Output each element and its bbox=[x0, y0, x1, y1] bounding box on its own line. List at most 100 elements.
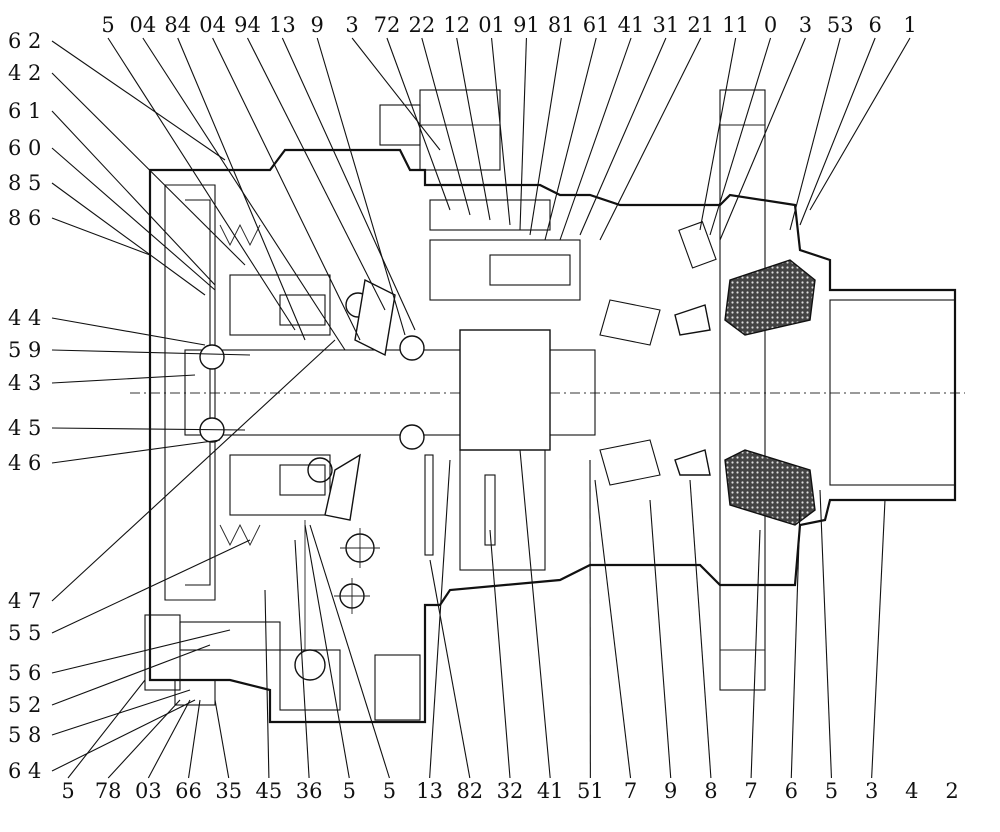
bearing-ball bbox=[199, 344, 225, 370]
left-part-label: 5 5 bbox=[8, 621, 41, 645]
swash-plate-lower bbox=[324, 453, 361, 521]
mounting-flange bbox=[719, 89, 766, 691]
top-part-label: 3 bbox=[799, 13, 812, 37]
bottom-part-label: 36 bbox=[296, 779, 323, 803]
leader-line bbox=[214, 699, 230, 779]
leader-lines bbox=[51, 37, 911, 779]
top-part-label: 9 bbox=[311, 13, 324, 37]
leader-line bbox=[51, 339, 336, 602]
left-part-label: 8 6 bbox=[8, 206, 41, 230]
roller-bearing-upper bbox=[724, 259, 816, 336]
bearing-ball bbox=[399, 424, 425, 450]
leader-line bbox=[709, 37, 772, 236]
left-part-label: 4 5 bbox=[8, 416, 41, 440]
bottom-part-label: 4 bbox=[905, 779, 918, 803]
bottom-part-label: 45 bbox=[256, 779, 283, 803]
leader-line bbox=[519, 449, 551, 779]
gear-lower bbox=[459, 449, 546, 571]
bottom-part-label: 03 bbox=[135, 779, 162, 803]
brake-fitting-upper bbox=[599, 299, 661, 346]
leader-line bbox=[719, 37, 806, 241]
leader-line bbox=[491, 37, 511, 226]
left-part-label: 6 4 bbox=[8, 759, 41, 783]
bottom-port-circle bbox=[294, 649, 326, 681]
leader-line bbox=[51, 439, 221, 464]
top-part-label: 04 bbox=[199, 13, 226, 37]
bottom-port-right bbox=[374, 654, 421, 721]
top-part-label: 61 bbox=[583, 13, 610, 37]
top-part-label: 81 bbox=[548, 13, 575, 37]
leader-line bbox=[519, 37, 527, 231]
leader-line bbox=[51, 40, 226, 161]
leader-line bbox=[281, 37, 416, 331]
leader-line bbox=[799, 37, 876, 226]
left-part-label: 4 7 bbox=[8, 589, 41, 613]
leader-line bbox=[51, 182, 206, 296]
bearing-ball bbox=[399, 335, 425, 361]
bottom-part-label: 5 bbox=[343, 779, 356, 803]
leader-line bbox=[67, 679, 146, 779]
swash-plate-upper bbox=[354, 278, 396, 357]
seal-lower bbox=[674, 449, 711, 476]
leader-line bbox=[750, 529, 761, 779]
leader-line bbox=[386, 37, 451, 211]
leader-line bbox=[429, 559, 471, 779]
leader-line bbox=[246, 37, 386, 311]
top-part-label: 12 bbox=[443, 13, 470, 37]
shaft-right-tube bbox=[829, 299, 956, 486]
left-part-label: 6 0 bbox=[8, 136, 41, 160]
leader-line bbox=[51, 629, 231, 674]
bottom-part-label: 7 bbox=[624, 779, 637, 803]
left-part-label: 5 2 bbox=[8, 693, 41, 717]
leader-line bbox=[809, 37, 911, 211]
leader-line bbox=[529, 37, 562, 236]
top-part-label: 04 bbox=[130, 13, 157, 37]
top-part-label: 72 bbox=[374, 13, 401, 37]
leader-line bbox=[107, 37, 296, 331]
top-part-label: 94 bbox=[234, 13, 261, 37]
leader-line bbox=[699, 37, 737, 231]
bottom-part-label: 5 bbox=[383, 779, 396, 803]
leader-line bbox=[51, 699, 196, 772]
leader-line bbox=[51, 374, 196, 384]
top-part-label: 3 bbox=[345, 13, 358, 37]
leader-line bbox=[579, 37, 667, 236]
leader-line bbox=[649, 499, 672, 779]
top-part-label: 1 bbox=[903, 13, 916, 37]
bottom-part-label: 2 bbox=[945, 779, 958, 803]
bottom-part-label: 35 bbox=[215, 779, 242, 803]
left-part-label: 4 3 bbox=[8, 371, 41, 395]
top-part-label: 21 bbox=[687, 13, 714, 37]
left-part-label: 4 6 bbox=[8, 451, 41, 475]
top-part-label: 11 bbox=[722, 13, 749, 37]
spring-lower bbox=[219, 523, 261, 547]
leader-line bbox=[304, 524, 350, 779]
bottom-part-label: 6 bbox=[785, 779, 798, 803]
leader-line bbox=[819, 489, 833, 779]
bottom-part-label: 9 bbox=[664, 779, 677, 803]
leader-line bbox=[51, 539, 251, 634]
bottom-part-label: 5 bbox=[825, 779, 838, 803]
left-cover bbox=[164, 184, 216, 601]
top-part-label: 41 bbox=[618, 13, 645, 37]
bottom-part-label: 66 bbox=[175, 779, 202, 803]
leader-line bbox=[51, 349, 251, 356]
leader-line bbox=[594, 479, 632, 779]
top-port-block bbox=[419, 89, 501, 171]
seal-upper bbox=[674, 304, 711, 336]
valve-base bbox=[174, 679, 216, 706]
left-part-label: 6 2 bbox=[8, 29, 41, 53]
top-part-label: 6 bbox=[868, 13, 881, 37]
leader-line bbox=[559, 37, 632, 241]
leader-line bbox=[212, 37, 361, 341]
left-part-label: 5 9 bbox=[8, 338, 41, 362]
bottom-part-label: 41 bbox=[537, 779, 564, 803]
gear-upper bbox=[429, 199, 551, 231]
bottom-part-label: 8 bbox=[704, 779, 717, 803]
piston-lower bbox=[229, 454, 331, 516]
piston-upper-inner bbox=[279, 294, 326, 326]
leader-line bbox=[351, 37, 441, 151]
leader-line bbox=[51, 72, 246, 266]
piston-lower-inner bbox=[279, 464, 326, 496]
